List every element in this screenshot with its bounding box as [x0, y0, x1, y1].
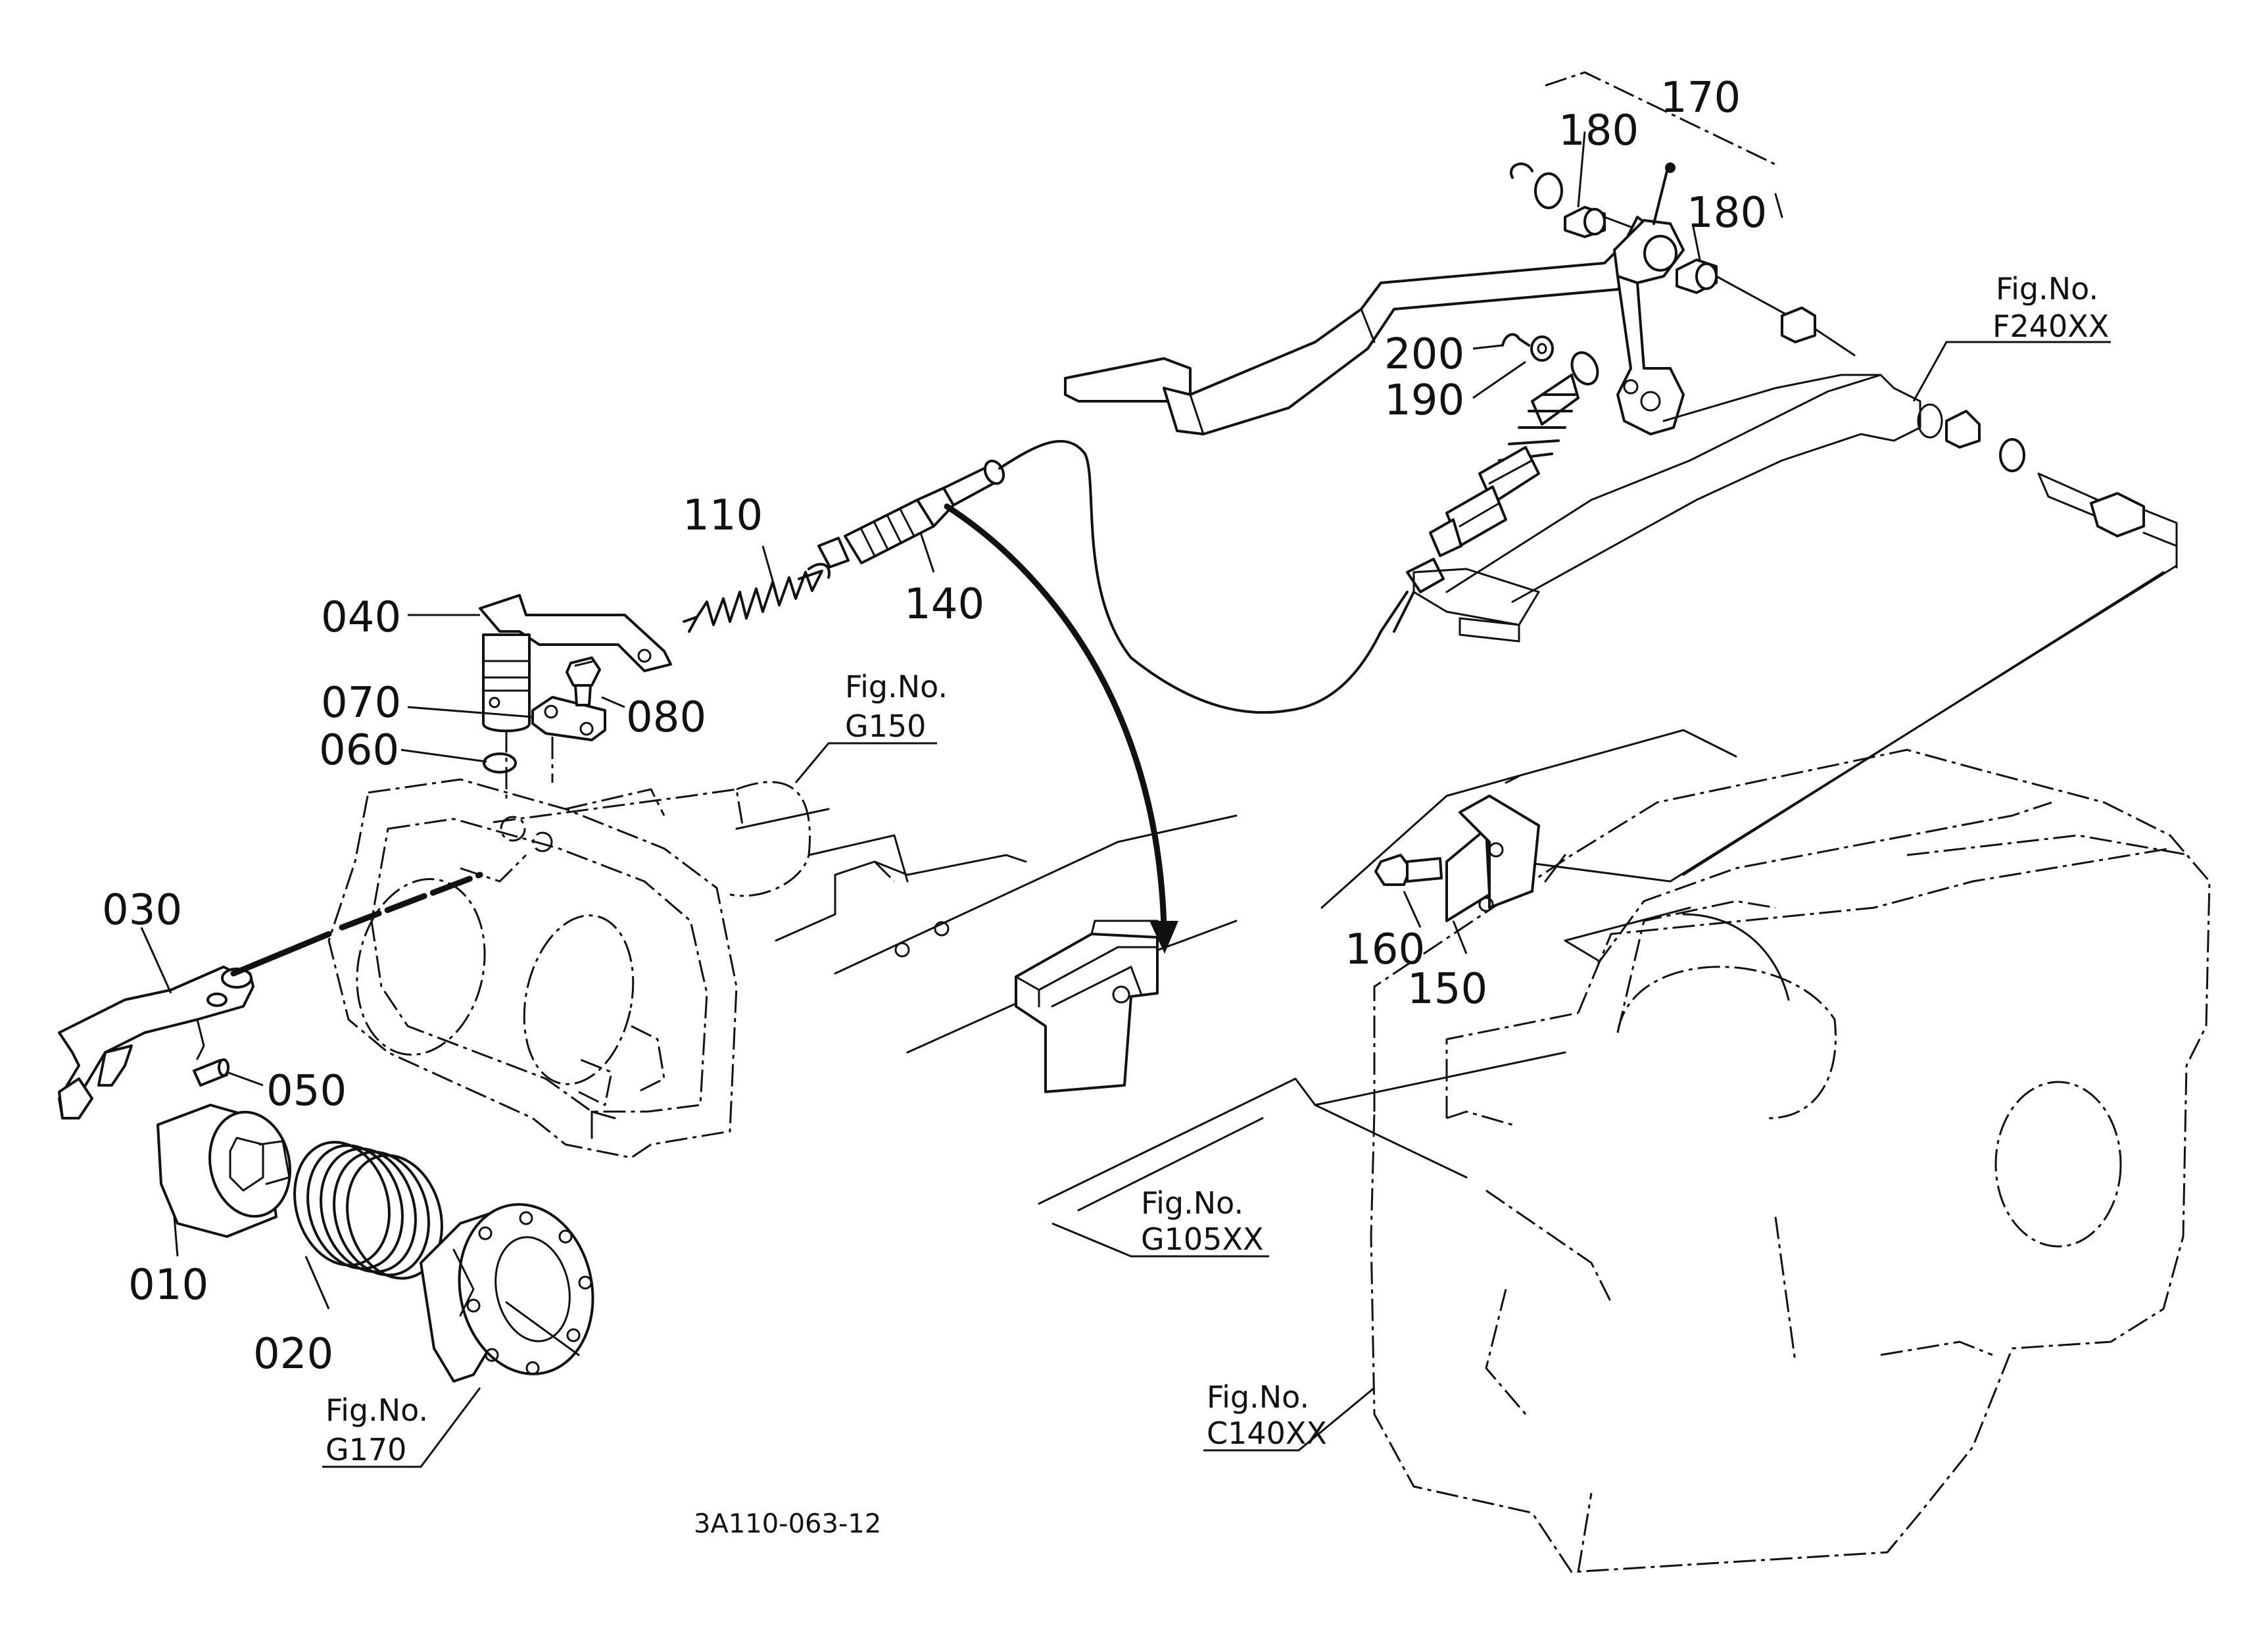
- bushing-180-left-drawing: [1564, 206, 1606, 238]
- clutch-pedal-drawing: [1064, 71, 1783, 435]
- shift-arm-040-drawing: [479, 594, 672, 802]
- fig-ref-c140xx: Fig.No. C140XX: [1207, 1379, 1327, 1451]
- part-label-150: 150: [1407, 965, 1487, 1014]
- washer-190-drawing: [1530, 335, 1554, 362]
- fig-ref-c140xx-code: C140XX: [1207, 1415, 1327, 1451]
- fig-ref-c140xx-caption: Fig.No.: [1207, 1379, 1309, 1415]
- fig-ref-g170: Fig.No. G170: [326, 1392, 428, 1467]
- part-label-050: 050: [266, 1067, 347, 1116]
- part-label-170: 170: [1660, 74, 1741, 122]
- frame-outline-drawing: [775, 564, 2178, 1212]
- o-ring-060-drawing: [483, 752, 517, 774]
- part-label-180-left: 180: [1558, 107, 1639, 155]
- part-label-200: 200: [1384, 330, 1464, 379]
- bolt-080-drawing: [566, 656, 601, 706]
- coupler-hub-drawing: [420, 1203, 594, 1383]
- brake-pedal-drawing: [1412, 374, 2178, 643]
- shifter-sleeve-drawing: [157, 1104, 292, 1238]
- diagram-code: 3A110-063-12: [694, 1509, 881, 1539]
- fig-ref-g105xx-code: G105XX: [1141, 1221, 1263, 1257]
- clip-200-drawing: [1501, 333, 1530, 347]
- cable-pedal-end-drawing: [1393, 351, 1599, 633]
- part-label-020: 020: [253, 1330, 333, 1379]
- fig-ref-f240xx-code: F240XX: [1992, 308, 2109, 344]
- return-spring-110-drawing: [683, 562, 831, 633]
- fig-ref-f240xx-caption: Fig.No.: [1996, 271, 2098, 307]
- part-label-030: 030: [102, 886, 182, 935]
- cable-140-drawing: [817, 439, 1409, 714]
- part-label-070: 070: [321, 679, 401, 727]
- fig-ref-g170-code: G170: [326, 1432, 406, 1467]
- part-label-040: 040: [321, 593, 401, 642]
- fig-ref-g105xx: Fig.No. G105XX: [1141, 1185, 1263, 1257]
- part-label-080: 080: [626, 693, 706, 742]
- fig-ref-g150-code: G150: [845, 708, 926, 744]
- front-housing-drawing: [327, 778, 909, 1159]
- fig-ref-g150-caption: Fig.No.: [845, 669, 948, 704]
- bolt-160-drawing: [1374, 854, 1443, 886]
- part-label-190: 190: [1384, 376, 1464, 425]
- fig-ref-g150: Fig.No. G150: [845, 669, 948, 744]
- part-label-160: 160: [1345, 925, 1425, 974]
- part-label-140: 140: [904, 580, 984, 629]
- transmission-case-drawing: [1370, 749, 2211, 1573]
- part-label-110: 110: [683, 491, 763, 540]
- leader-lines: [140, 131, 2111, 1468]
- coil-spring-020-drawing: [293, 1141, 443, 1280]
- fig-ref-g105xx-caption: Fig.No.: [1141, 1185, 1243, 1221]
- routing-arrow-drawing: [944, 503, 1178, 954]
- part-label-180-right: 180: [1687, 189, 1767, 237]
- pin-050-drawing: [193, 1058, 229, 1087]
- bracket-150-drawing: [1445, 775, 1540, 922]
- pedal-pivot-hardware-drawing: [1510, 162, 1856, 356]
- fig-ref-g170-caption: Fig.No.: [326, 1392, 428, 1428]
- shift-fork-drawing: [58, 872, 483, 1119]
- part-label-010: 010: [128, 1261, 208, 1310]
- shift-rail-bracket-drawing: [894, 920, 1159, 1093]
- bushing-180-right-drawing: [1676, 258, 1718, 294]
- part-label-060: 060: [319, 726, 399, 775]
- fig-ref-f240xx: Fig.No. F240XX: [1992, 271, 2109, 344]
- lock-plate-070-drawing: [531, 696, 606, 783]
